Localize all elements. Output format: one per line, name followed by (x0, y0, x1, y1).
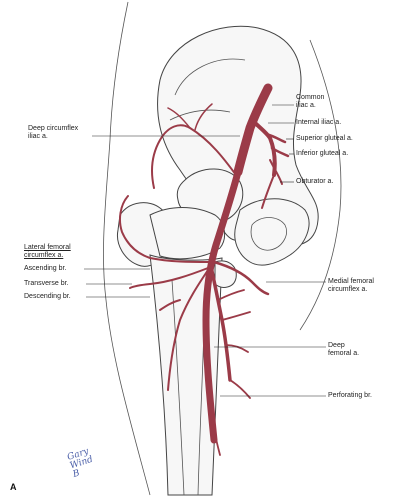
common-iliac-artery-fill (235, 85, 271, 175)
lfc-transverse-branch (129, 267, 209, 289)
label-medial-femoral-circumflex-line1: Medial femoral (328, 278, 374, 285)
label-inferior-gluteal: Inferior gluteal a. (296, 150, 349, 157)
label-common-iliac: Common iliac a. (296, 94, 324, 110)
label-medial-femoral-circumflex: Medial femoral circumflex a. (328, 278, 374, 294)
label-internal-iliac: Internal iliac a. (296, 119, 342, 126)
label-deep-circumflex-iliac-line2: iliac a. (28, 133, 48, 140)
inferior-gluteal-artery (270, 146, 290, 158)
pubis-ischium (234, 198, 310, 266)
internal-iliac-artery (250, 118, 277, 177)
leader-lines (84, 104, 326, 397)
label-obturator: Obturator a. (296, 178, 334, 185)
label-perforating-br: Perforating br. (328, 392, 372, 399)
femoral-neck (149, 207, 226, 260)
label-medial-femoral-circumflex-line2: circumflex a. (328, 286, 368, 293)
label-ascending-br: Ascending br. (24, 265, 67, 272)
label-superior-gluteal: Superior gluteal a. (296, 135, 353, 142)
deep-circumflex-iliac-artery (151, 124, 237, 189)
obturator-artery (261, 159, 283, 209)
label-lateral-femoral-circumflex-line2: circumflex a. (24, 252, 64, 259)
ilium-crest-detail (169, 58, 246, 121)
label-common-iliac-line1: Common (296, 94, 325, 101)
femoral-artery-fill (203, 169, 241, 443)
lfc-descending-branch (159, 269, 209, 391)
label-deep-circumflex-iliac: Deep circumflex iliac a. (28, 125, 78, 141)
panel-label: A (10, 482, 17, 492)
lfc-ascending-branch (119, 195, 211, 263)
label-deep-femoral-line2: femoral a. (328, 350, 360, 357)
label-lateral-femoral-circumflex: Lateral femoral circumflex a. (24, 244, 71, 260)
label-common-iliac-line2: iliac a. (296, 102, 316, 109)
label-deep-circumflex-iliac-line1: Deep circumflex (28, 125, 79, 132)
label-lateral-femoral-circumflex-line1: Lateral femoral (24, 244, 71, 251)
body-outline (103, 1, 151, 496)
superior-gluteal-artery (264, 132, 287, 144)
label-deep-femoral-line1: Deep (328, 342, 345, 349)
ilium-twigs (167, 103, 213, 131)
medial-femoral-circumflex-artery (212, 260, 270, 296)
label-deep-femoral: Deep femoral a. (328, 342, 359, 358)
label-descending-br: Descending br. (24, 293, 71, 300)
obturator-foramen (250, 217, 287, 251)
body-outline-right (299, 39, 342, 331)
label-transverse-br: Transverse br. (24, 280, 69, 287)
